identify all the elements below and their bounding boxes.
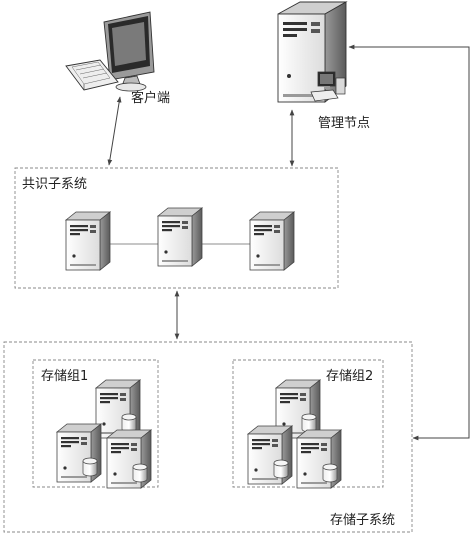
consensus-server-1	[65, 211, 111, 271]
client-computer-icon	[65, 11, 155, 92]
storage-group-1-title: 存储组1	[41, 369, 89, 384]
client-consensus-connector	[107, 96, 122, 166]
management-workstation-icon	[310, 71, 346, 102]
client-label: 客户端	[131, 91, 171, 106]
storage-subsystem-title: 存储子系统	[330, 513, 396, 528]
storage-server-1c	[107, 430, 151, 488]
storage-server-2c	[297, 430, 341, 488]
consensus-server-3	[249, 211, 295, 271]
consensus-subsystem-border	[14, 167, 339, 289]
management-storage-connector	[348, 44, 470, 441]
storage-server-1b	[57, 424, 101, 482]
consensus-server-2	[157, 207, 203, 267]
storage-server-2b	[248, 426, 292, 484]
storage-group-1-border	[32, 359, 159, 488]
management-node-label: 管理节点	[318, 116, 371, 131]
storage-server-1a	[96, 380, 140, 438]
consensus-subsystem-title: 共识子系统	[22, 177, 88, 192]
storage-group-2-title: 存储组2	[326, 369, 374, 384]
